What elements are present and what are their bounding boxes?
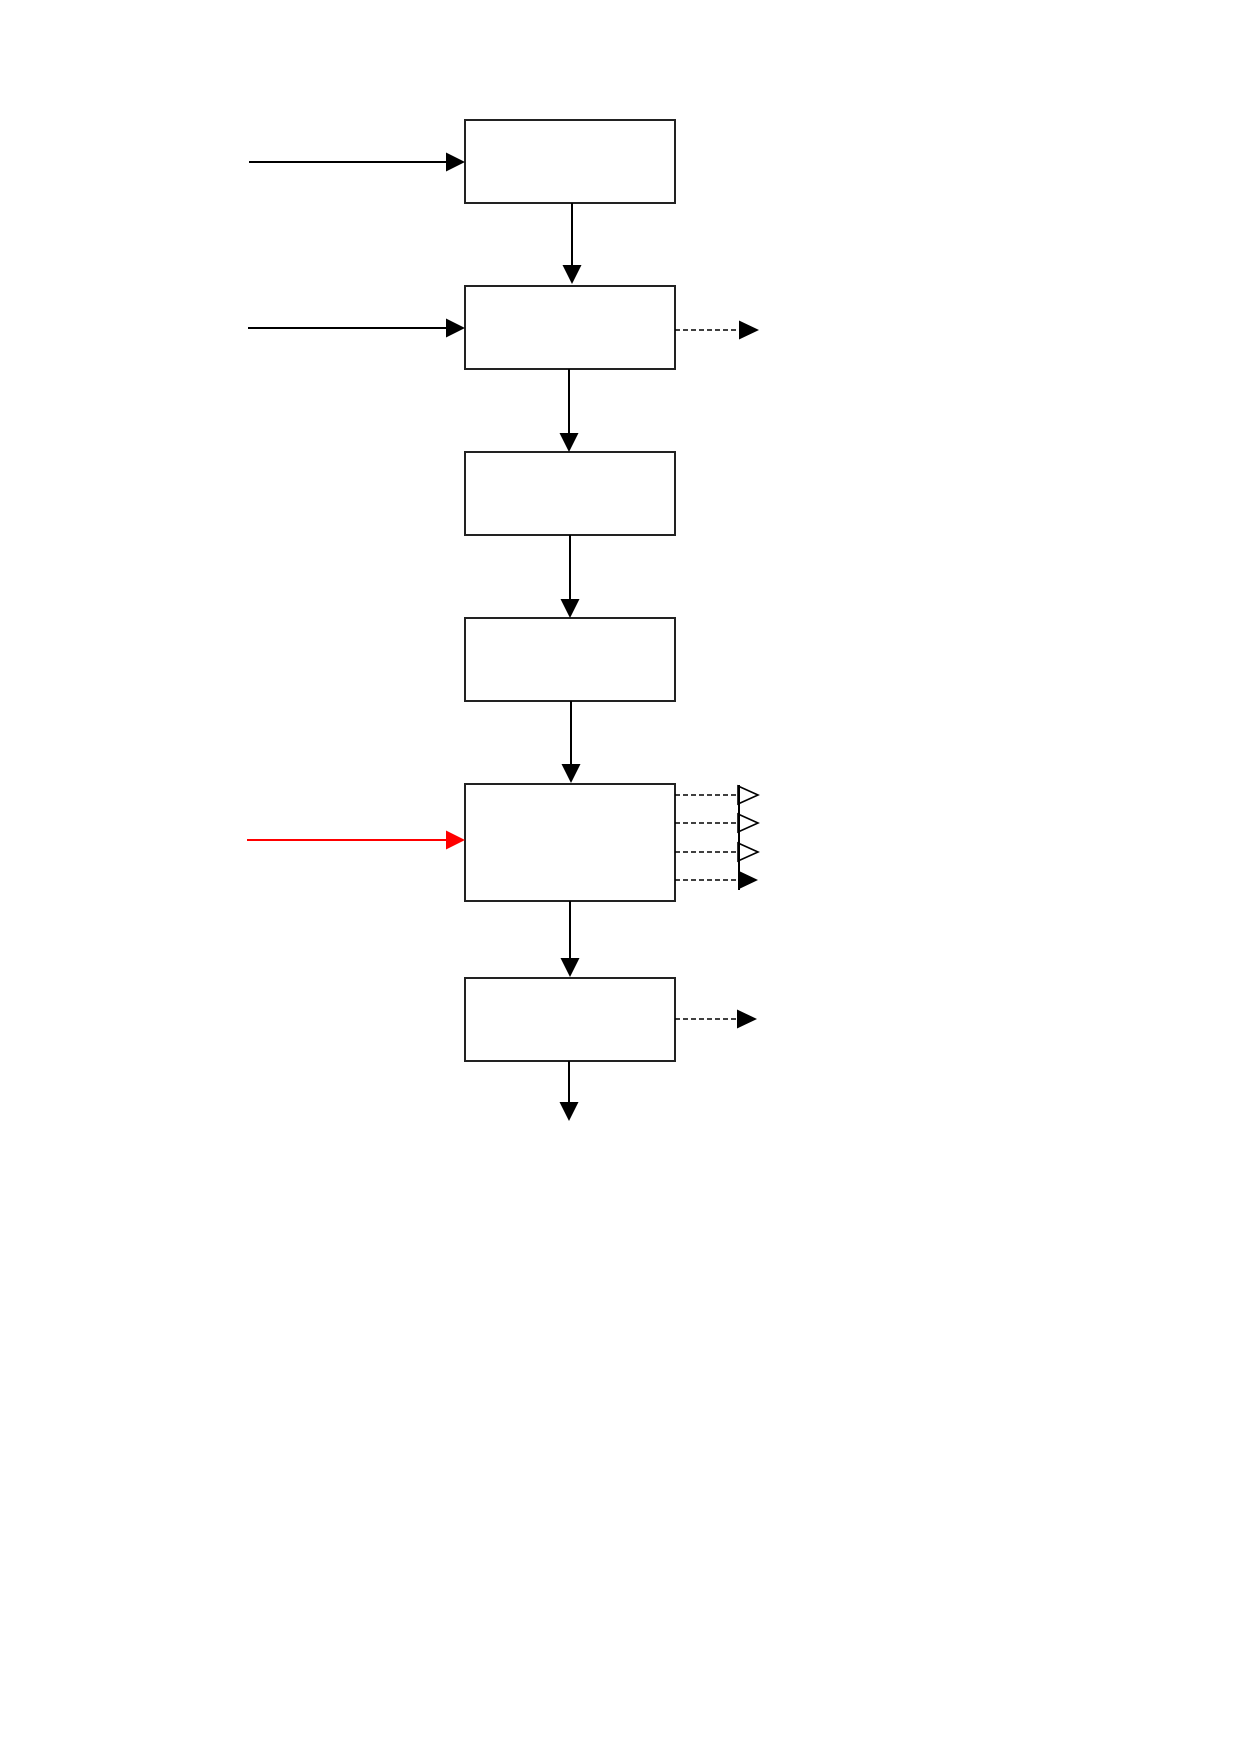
connector-arrow-1-2 bbox=[562, 203, 582, 284]
connector-arrow-5-6 bbox=[560, 901, 580, 977]
output-arrow-box-2 bbox=[675, 320, 759, 340]
input-arrow-box-5-red bbox=[247, 830, 465, 850]
output-arrow-box-6 bbox=[675, 1009, 757, 1029]
connector-arrow-3-4 bbox=[560, 535, 580, 618]
connector-arrow-2-3 bbox=[559, 369, 579, 452]
input-arrow-box-1 bbox=[249, 152, 465, 172]
output-arrow-box-5-2-open bbox=[675, 812, 760, 834]
process-box-1[interactable] bbox=[464, 119, 676, 204]
process-box-4[interactable] bbox=[464, 617, 676, 702]
process-box-2[interactable] bbox=[464, 285, 676, 370]
connector-arrow-4-5 bbox=[561, 701, 581, 783]
process-box-5[interactable] bbox=[464, 783, 676, 902]
output-arrow-box-5-4-filled bbox=[675, 870, 758, 890]
exit-arrow bbox=[559, 1061, 579, 1121]
output-arrow-box-5-1-open bbox=[675, 784, 760, 806]
process-box-6[interactable] bbox=[464, 977, 676, 1062]
process-box-3[interactable] bbox=[464, 451, 676, 536]
input-arrow-box-2 bbox=[248, 318, 465, 338]
output-arrow-box-5-3-open bbox=[675, 841, 760, 863]
